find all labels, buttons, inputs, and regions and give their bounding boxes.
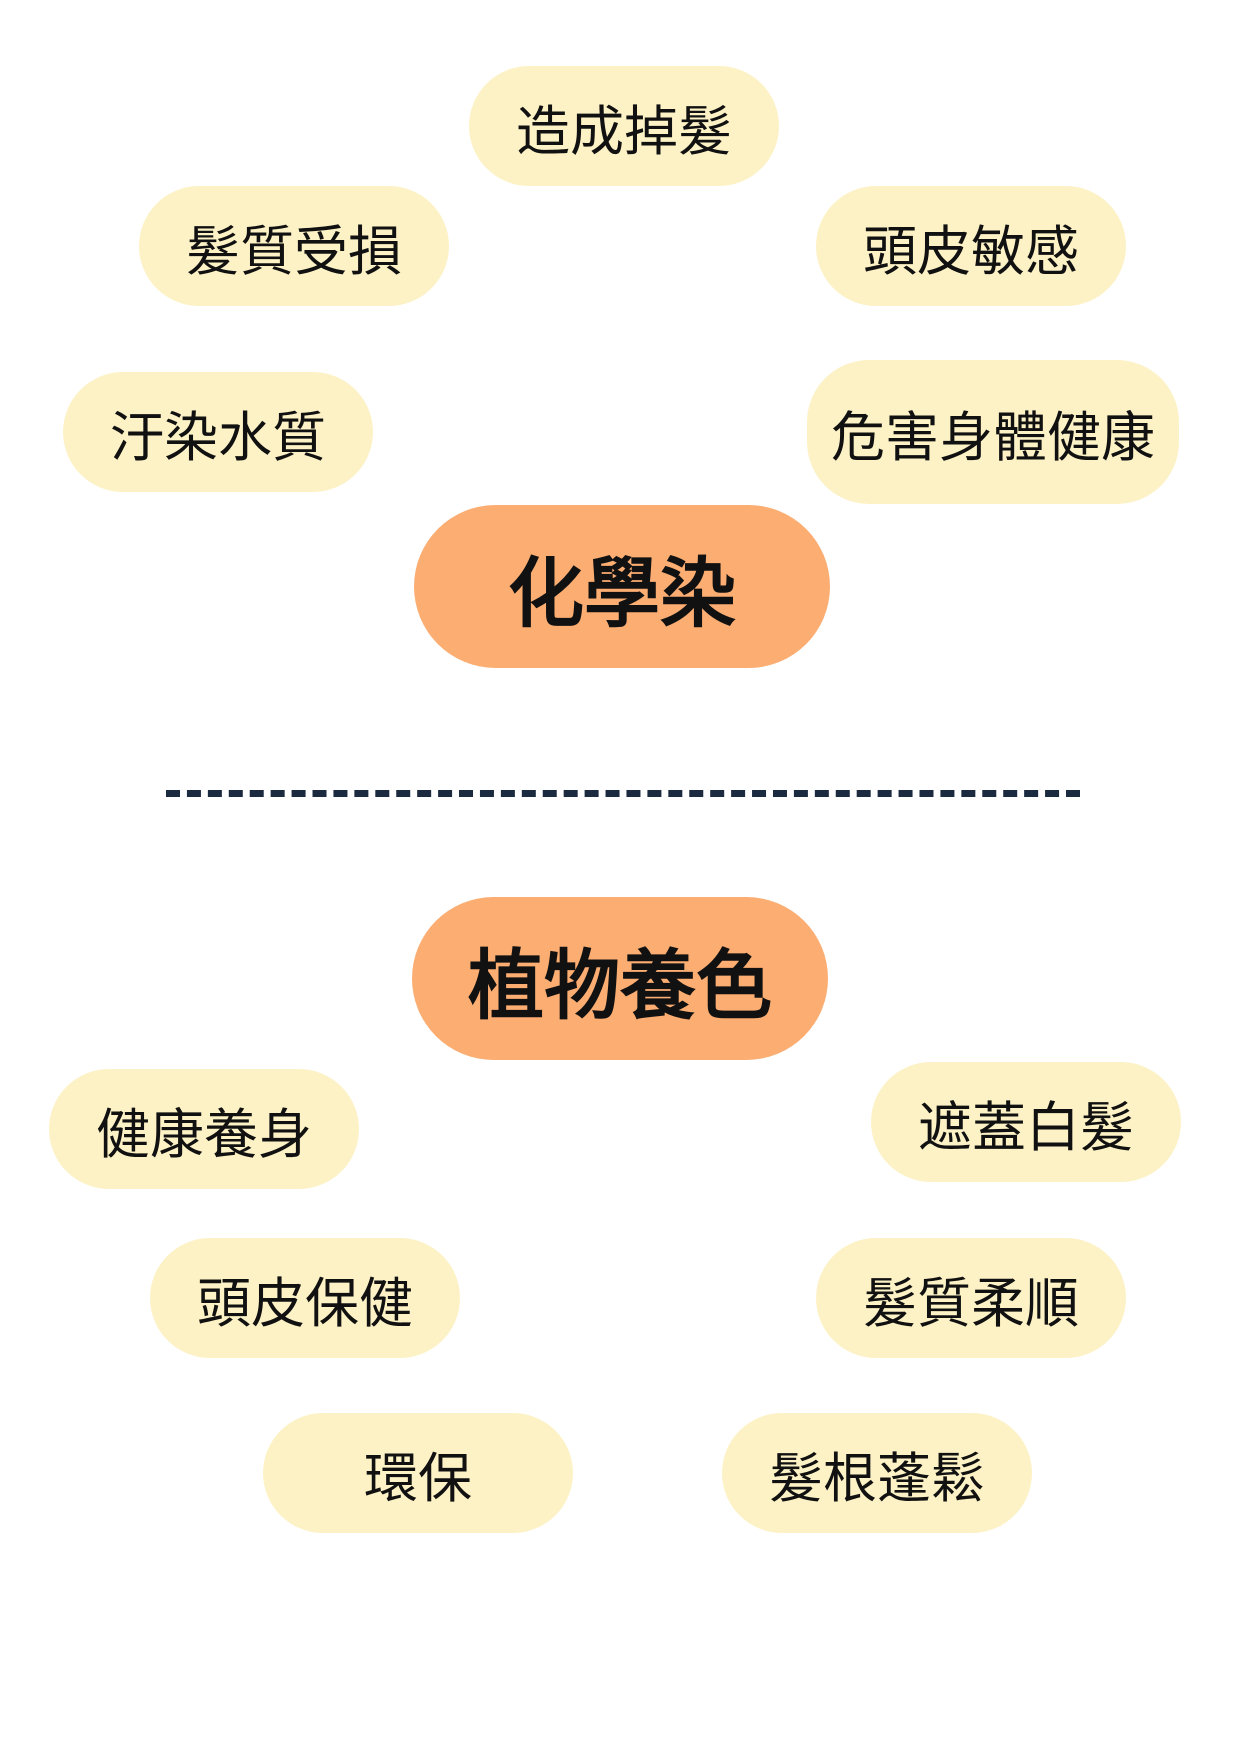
plant-dye-title: 植物養色	[412, 897, 828, 1060]
tag-root-volume: 髮根蓬鬆	[722, 1413, 1032, 1533]
tag-label: 環保	[364, 1446, 472, 1510]
section-divider	[166, 790, 1080, 797]
tag-cover-gray-hair: 遮蓋白髮	[871, 1062, 1181, 1182]
tag-label: 汙染水質	[110, 405, 326, 469]
tag-hair-loss: 造成掉髮	[469, 66, 779, 186]
tag-label: 髮質柔順	[863, 1271, 1079, 1335]
tag-scalp-sensitivity: 頭皮敏感	[816, 186, 1126, 306]
tag-label: 髮根蓬鬆	[769, 1446, 985, 1510]
tag-label: 危害身體健康	[831, 405, 1155, 469]
tag-scalp-care: 頭皮保健	[150, 1238, 460, 1358]
tag-label: 造成掉髮	[516, 99, 732, 163]
tag-label: 髮質受損	[186, 219, 402, 283]
tag-water-pollution: 汙染水質	[63, 372, 373, 492]
tag-health-hazard: 危害身體健康	[807, 360, 1179, 504]
tag-label: 頭皮敏感	[863, 219, 1079, 283]
title-label: 植物養色	[468, 940, 772, 1030]
tag-hair-damage: 髮質受損	[139, 186, 449, 306]
tag-wellness: 健康養身	[49, 1069, 359, 1189]
tag-label: 遮蓋白髮	[918, 1095, 1134, 1159]
tag-label: 健康養身	[96, 1102, 312, 1166]
tag-eco-friendly: 環保	[263, 1413, 573, 1533]
tag-smooth-hair: 髮質柔順	[816, 1238, 1126, 1358]
title-label: 化學染	[508, 548, 736, 638]
tag-label: 頭皮保健	[197, 1271, 413, 1335]
chemical-dye-title: 化學染	[414, 505, 830, 668]
